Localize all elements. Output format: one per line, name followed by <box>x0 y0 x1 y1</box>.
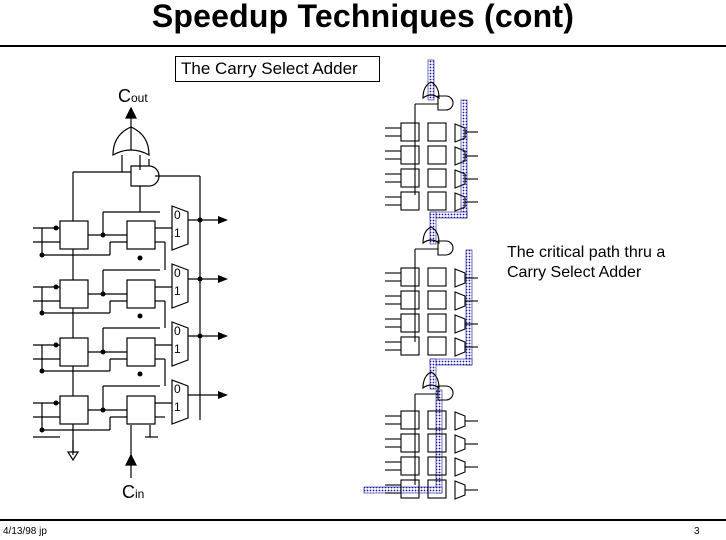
page-number: 3 <box>694 526 700 537</box>
title-rule <box>0 45 726 47</box>
cout-label: Cout <box>118 86 148 106</box>
footer-date: 4/13/98 jp <box>3 526 47 537</box>
mux-1-label-0: 0 <box>174 208 181 222</box>
mux-1-label-1: 1 <box>174 226 181 240</box>
cin-label: Cin <box>122 482 145 502</box>
carry-select-label: The Carry Select Adder <box>175 56 380 82</box>
mux-4-label-1: 1 <box>174 400 181 414</box>
adder-rows <box>59 220 156 425</box>
mux-2-label-1: 1 <box>174 284 181 298</box>
critical-caption-line-2: Carry Select Adder <box>507 264 642 281</box>
mux-3-label-0: 0 <box>174 324 181 338</box>
footer-rule <box>0 519 726 521</box>
mux-3-label-1: 1 <box>174 342 181 356</box>
critical-path-caption: The critical path thru a Carry Select Ad… <box>507 243 665 283</box>
critical-path-highlight <box>363 59 473 494</box>
critical-caption-line-1: The critical path thru a <box>507 244 666 261</box>
slide-title: Speedup Techniques (cont) <box>151 0 575 34</box>
mux-2-label-0: 0 <box>174 266 181 280</box>
mux-4-label-0: 0 <box>174 382 181 396</box>
